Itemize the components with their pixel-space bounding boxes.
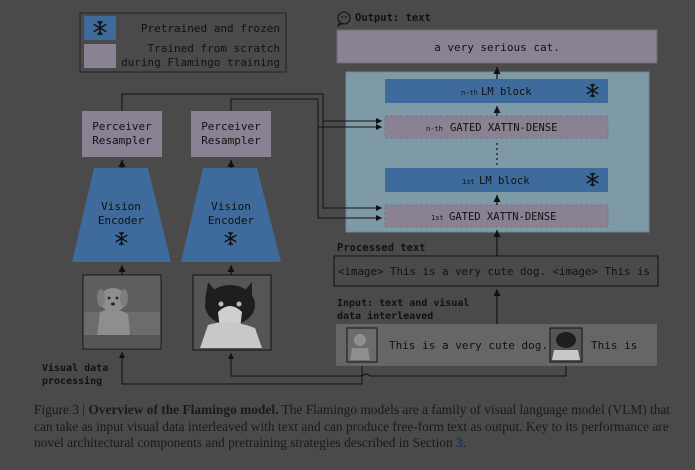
caption-end: . xyxy=(462,435,467,450)
input-label-2: data interleaved xyxy=(337,310,433,322)
nth-lm-block xyxy=(385,79,608,103)
processed-text: <image> This is a very cute dog. <image>… xyxy=(338,265,650,278)
first-gated-prefix: 1st xyxy=(431,214,444,222)
perceiver-1-line1: Perceiver xyxy=(92,120,152,133)
output-box xyxy=(336,29,658,64)
nth-gated-label: GATED XATTN-DENSE xyxy=(450,122,557,134)
legend-trained-label-1: Trained from scratch xyxy=(148,42,280,55)
visual-data-label-2: processing xyxy=(42,375,102,387)
vision-encoder-2 xyxy=(181,168,281,262)
legend-trained-label-2: during Flamingo training xyxy=(121,56,280,69)
nth-lm-block-prefix: n-th xyxy=(461,89,478,97)
input-cat-thumb xyxy=(549,327,583,363)
encoder-to-perceiver-arrows xyxy=(118,160,235,275)
input-dog-thumb xyxy=(346,327,378,363)
legend-trained-swatch xyxy=(84,44,116,68)
input-to-encoder-arrows xyxy=(119,352,567,385)
encoder-2-line1: Vision xyxy=(211,200,251,213)
nth-lm-block-label: LM block xyxy=(481,86,532,98)
caption-prefix: Figure 3 | xyxy=(34,402,89,417)
encoder-1-line1: Vision xyxy=(101,200,141,213)
processed-text-box xyxy=(333,255,659,287)
encoder-2-line2: Encoder xyxy=(208,214,255,227)
input-text-cat: This is xyxy=(591,339,637,352)
first-gated-label: GATED XATTN-DENSE xyxy=(449,211,556,223)
processed-text-label: Processed text xyxy=(337,242,426,254)
output-text: a very serious cat. xyxy=(434,41,560,54)
perceiver-2-line1: Perceiver xyxy=(201,120,261,133)
perceiver-2-line2: Resampler xyxy=(201,134,261,147)
cat-photo xyxy=(192,274,272,351)
first-lm-block-label: LM block xyxy=(479,175,530,187)
vision-encoder-1 xyxy=(72,168,171,262)
perceiver-1-line2: Resampler xyxy=(92,134,152,147)
perceiver-resampler-2 xyxy=(191,111,271,157)
nth-gated-prefix: n-th xyxy=(426,125,443,133)
input-label-1: Input: text and visual xyxy=(337,297,469,309)
legend: Pretrained and frozen Trained from scrat… xyxy=(79,12,287,73)
first-lm-block-prefix: 1st xyxy=(462,178,475,186)
input-text-dog: This is a very cute dog. xyxy=(389,339,548,352)
legend-frozen-label: Pretrained and frozen xyxy=(141,22,280,35)
output-label: Output: text xyxy=(355,12,431,24)
encoder-1-line2: Encoder xyxy=(98,214,145,227)
visual-data-label-1: Visual data xyxy=(42,362,108,374)
caption-body: The Flamingo models are a family of visu… xyxy=(34,402,671,450)
perceiver-to-gated-arrows xyxy=(121,93,382,221)
dog-photo xyxy=(82,274,162,350)
chat-icon xyxy=(336,11,351,28)
caption-title: Overview of the Flamingo model. xyxy=(88,402,279,417)
first-lm-block xyxy=(385,168,608,192)
figure-caption: Figure 3 | Overview of the Flamingo mode… xyxy=(34,402,674,452)
perceiver-resampler-1 xyxy=(82,111,162,157)
input-box xyxy=(336,324,657,366)
caption-section-link[interactable]: 3 xyxy=(456,435,463,450)
